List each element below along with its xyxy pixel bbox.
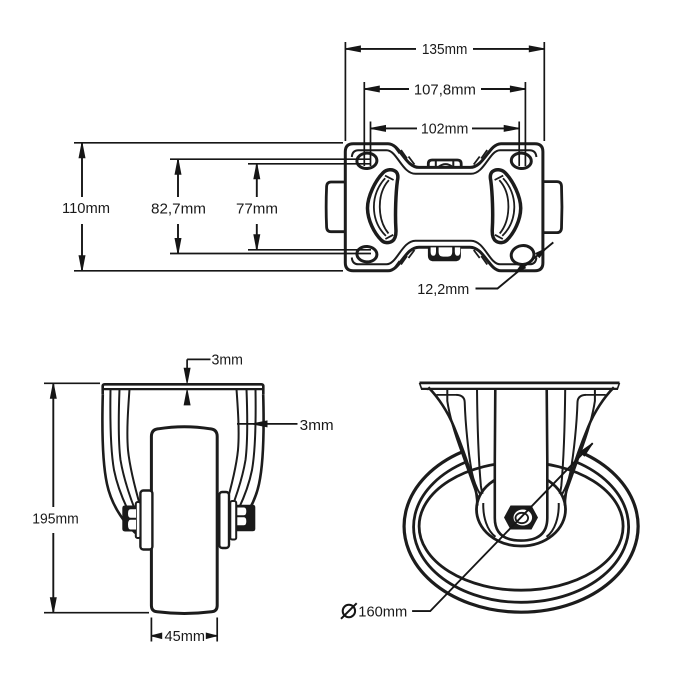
- svg-text:3mm: 3mm: [300, 418, 334, 434]
- svg-text:102mm: 102mm: [421, 122, 469, 138]
- svg-text:160mm: 160mm: [358, 604, 407, 620]
- svg-text:45mm: 45mm: [165, 629, 206, 645]
- svg-text:110mm: 110mm: [62, 201, 110, 217]
- svg-text:195mm: 195mm: [32, 512, 79, 528]
- svg-text:107,8mm: 107,8mm: [414, 82, 476, 98]
- svg-text:135mm: 135mm: [422, 42, 468, 58]
- svg-text:82,7mm: 82,7mm: [151, 201, 206, 217]
- svg-text:12,2mm: 12,2mm: [417, 282, 469, 298]
- svg-text:77mm: 77mm: [236, 202, 278, 218]
- svg-text:3mm: 3mm: [211, 353, 243, 369]
